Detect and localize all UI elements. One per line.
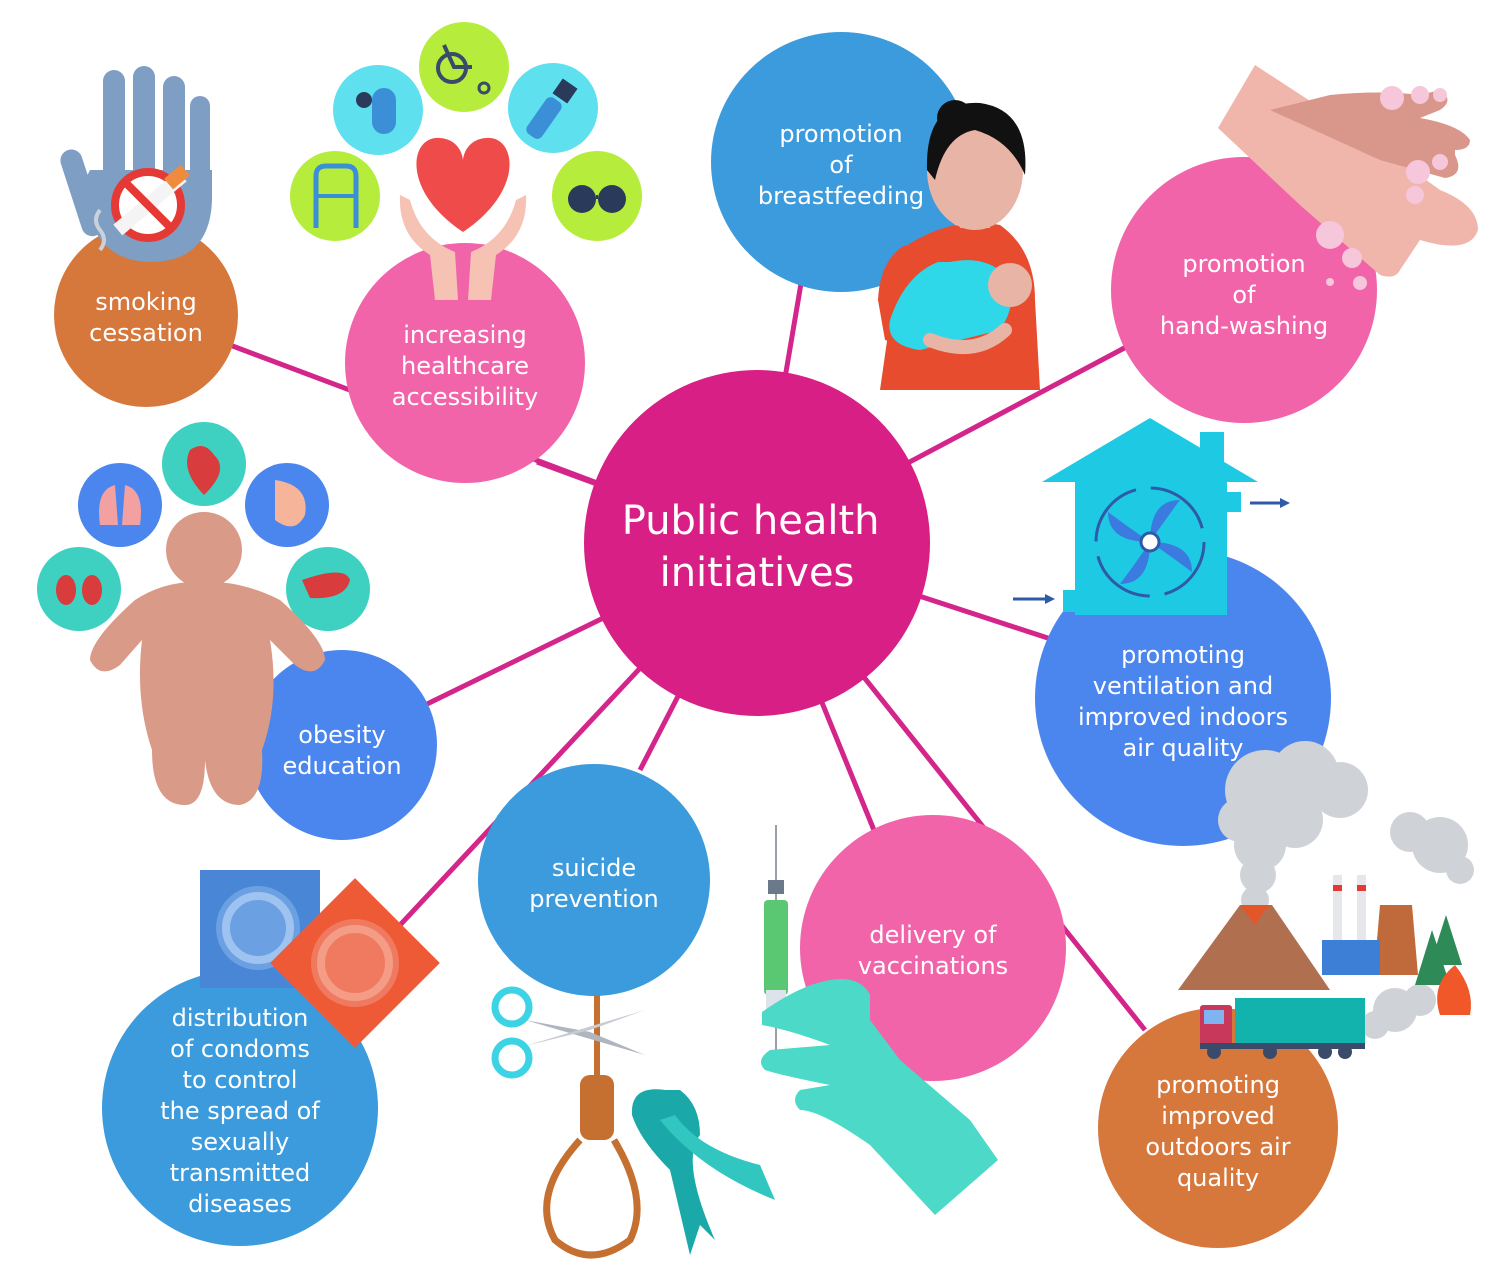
node-circle-condoms [102,970,378,1246]
caring-hands-heart-icon [290,22,642,300]
node-smoking [54,223,238,407]
breastfeeding-mother-icon [878,100,1040,390]
center-title: Public health initiatives [622,498,892,596]
obese-person-organs-icon [37,422,370,805]
noose-scissors-ribbon-icon [491,986,775,1259]
syringe-hand-icon [761,825,998,1215]
node-outdoors [1098,1008,1338,1248]
node-circle-healthcare [345,243,585,483]
node-circle-breastfeeding [711,32,971,292]
node-healthcare [345,243,585,483]
node-circle-smoking [54,223,238,407]
node-circle-outdoors [1098,1008,1338,1248]
node-handwashing [1111,157,1377,423]
node-condoms [102,970,378,1246]
center-circle [584,370,930,716]
house-ventilation-fan-icon [1013,418,1290,615]
no-smoking-hand-icon [60,66,212,262]
air-pollution-icon [1178,741,1474,1059]
node-circle-handwashing [1111,157,1377,423]
washing-hands-icon [1218,65,1478,290]
initiative-nodes [54,32,1377,1248]
node-breastfeeding [711,32,971,292]
center-node: Public health initiatives [584,370,930,716]
node-suicide [478,764,710,996]
node-obesity [247,650,437,840]
condom-packages-icon [200,870,440,1048]
node-circle-suicide [478,764,710,996]
node-circle-obesity [247,650,437,840]
